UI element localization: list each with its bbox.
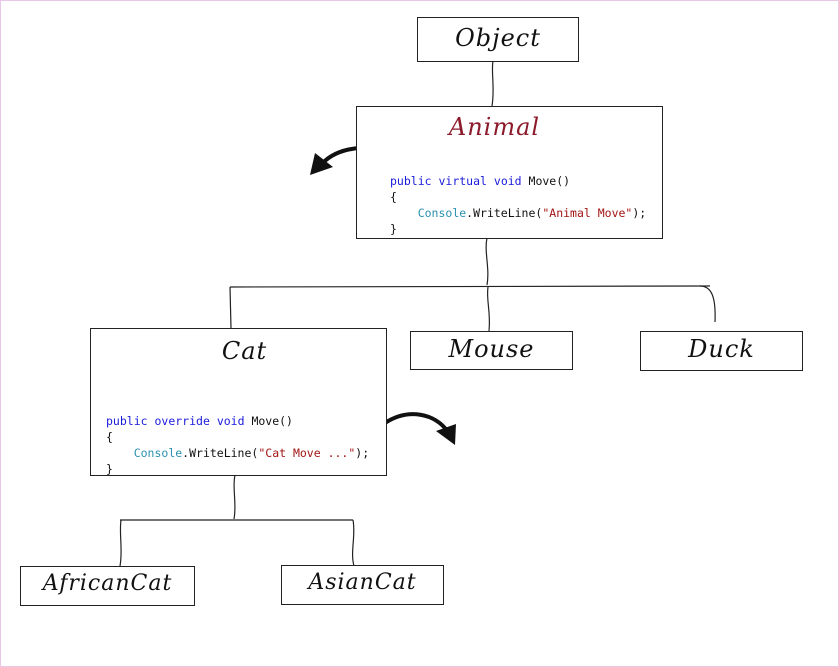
connector-to-asiancat xyxy=(351,519,355,567)
connector-animal-branch-bar xyxy=(229,285,711,288)
connector-to-mouse xyxy=(486,286,491,332)
cat-code-open-brace: { xyxy=(106,430,113,444)
cat-title: Cat xyxy=(221,337,268,365)
connector-to-africancat xyxy=(119,519,122,567)
asiancat-title: AsianCat xyxy=(308,570,417,595)
override-arrow-right-icon xyxy=(383,412,456,445)
connector-to-cat xyxy=(229,286,232,329)
cat-code-line-1: public override void Move() xyxy=(106,414,293,428)
animal-code-open-brace: { xyxy=(390,190,397,204)
mouse-node: Mouse xyxy=(410,331,573,370)
duck-title: Duck xyxy=(688,335,755,363)
connector-object-animal xyxy=(491,60,494,107)
object-title: Object xyxy=(455,24,541,52)
cat-node: Cat public override void Move() { Consol… xyxy=(90,328,387,476)
animal-title: Animal xyxy=(448,113,541,141)
africancat-node: AfricanCat xyxy=(20,566,195,606)
cat-code: public override void Move() { Console.Wr… xyxy=(106,397,369,477)
animal-code-line-3: Console.WriteLine("Animal Move"); xyxy=(417,206,647,220)
connector-cat-trunk xyxy=(233,474,236,520)
duck-node: Duck xyxy=(640,331,803,371)
animal-node: Animal public virtual void Move() { Cons… xyxy=(356,106,663,239)
mouse-title: Mouse xyxy=(448,335,535,363)
asiancat-node: AsianCat xyxy=(281,565,444,605)
cat-code-line-3: Console.WriteLine("Cat Move ..."); xyxy=(133,446,370,460)
animal-code-line-1: public virtual void Move() xyxy=(390,174,571,188)
animal-code-close-brace: } xyxy=(390,222,397,236)
connector-to-duck xyxy=(699,285,716,323)
connector-animal-trunk xyxy=(485,237,489,286)
object-node: Object xyxy=(417,17,579,62)
animal-code: public virtual void Move() { Console.Wri… xyxy=(390,157,646,237)
cat-code-close-brace: } xyxy=(106,462,113,476)
africancat-title: AfricanCat xyxy=(42,571,173,596)
